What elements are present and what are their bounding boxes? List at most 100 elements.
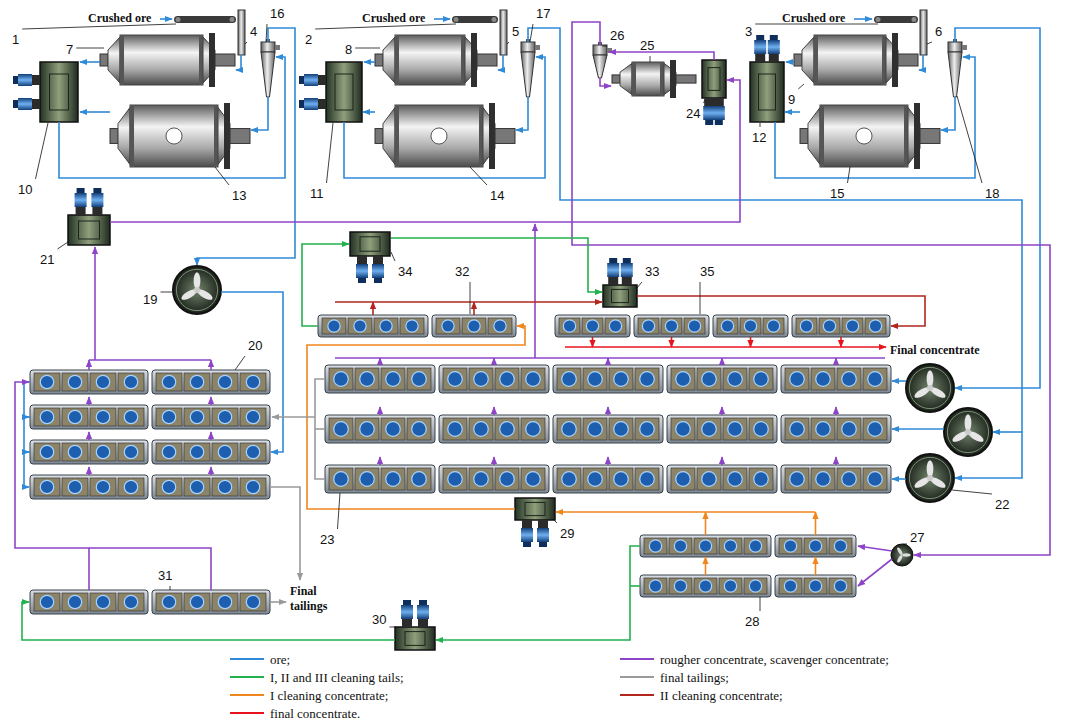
flotation-bank xyxy=(562,372,577,387)
grinding-mill xyxy=(395,105,483,167)
hydrocyclone xyxy=(962,45,967,50)
flotation-bank xyxy=(407,418,431,440)
leader-line xyxy=(160,292,173,293)
pump-motor xyxy=(91,193,103,207)
callout-number: 4 xyxy=(250,24,257,39)
agitation-tank xyxy=(947,411,988,452)
flotation-bank xyxy=(240,593,266,611)
flotation-bank xyxy=(665,320,677,332)
flotation-bank xyxy=(90,593,116,611)
flotation-bank xyxy=(640,575,771,597)
flotation-bank xyxy=(68,595,81,608)
flotation-bank xyxy=(318,315,428,337)
pump-motor xyxy=(18,74,32,86)
flotation-bank xyxy=(34,443,60,461)
flow-line xyxy=(609,52,714,60)
label-anchor: 23 xyxy=(320,530,334,548)
label-anchor: 1 xyxy=(12,30,19,48)
grinding-mill xyxy=(230,129,250,144)
flow-line xyxy=(721,457,723,465)
flotation-bank xyxy=(162,375,175,388)
flotation-bank xyxy=(749,368,773,390)
flotation-bank xyxy=(671,418,695,440)
leader-line xyxy=(355,48,380,49)
flotation-bank xyxy=(779,538,802,554)
flotation-bank xyxy=(526,422,541,437)
flotation-bank xyxy=(834,540,846,552)
belt-conveyor xyxy=(876,17,881,22)
grinding-mill xyxy=(395,35,399,85)
flotation-bank xyxy=(68,410,81,423)
flotation-bank xyxy=(614,422,629,437)
agitation-tank xyxy=(176,269,217,310)
legend-text: rougher concentrate, scavenger concentra… xyxy=(660,652,889,668)
flotation-bank xyxy=(325,415,435,443)
pump-motor xyxy=(299,98,326,110)
flotation-bank xyxy=(443,468,467,490)
grinding-mill xyxy=(100,54,108,66)
pump-motor xyxy=(521,528,533,542)
callout-number: 22 xyxy=(995,497,1009,512)
flotation-bank xyxy=(837,418,861,440)
flotation-bank xyxy=(790,372,805,387)
callout-number: 5 xyxy=(512,24,519,39)
flotation-bank xyxy=(118,443,144,461)
flow-line xyxy=(892,478,906,480)
flotation-bank xyxy=(500,472,515,487)
flow-line xyxy=(705,557,707,575)
agitation-tank xyxy=(909,367,950,408)
flotation-bank xyxy=(118,373,144,391)
flow-line xyxy=(815,512,817,535)
pump-sump xyxy=(515,498,555,520)
flow-line xyxy=(391,238,602,292)
flow-line xyxy=(335,301,602,303)
flotation-bank xyxy=(846,320,858,332)
pump-motor xyxy=(754,35,766,62)
flotation-bank xyxy=(609,418,633,440)
flotation-bank xyxy=(40,445,53,458)
flotation-bank xyxy=(559,318,580,334)
flow-line xyxy=(750,337,752,347)
grinding-mill xyxy=(110,103,250,169)
flow-line xyxy=(607,358,609,365)
pump-motor xyxy=(401,605,413,619)
flotation-bank xyxy=(779,578,802,594)
label-anchor: Final tailings xyxy=(290,584,342,614)
flotation-bank xyxy=(334,422,349,437)
flotation-bank xyxy=(500,422,515,437)
flow-line xyxy=(721,358,723,365)
flow-line xyxy=(210,360,212,370)
flow-line xyxy=(335,357,885,359)
pump-motor xyxy=(621,258,633,285)
flotation-bank xyxy=(749,418,773,440)
agitation-tank xyxy=(909,457,950,498)
stream-label: Final tailings xyxy=(290,584,342,614)
flotation-bank xyxy=(792,315,890,337)
grinding-mill xyxy=(214,105,218,167)
legend-text: I, II and III cleaning tails; xyxy=(270,670,404,686)
flow-line xyxy=(840,337,842,347)
flow-line xyxy=(600,78,611,86)
callout-number: 11 xyxy=(310,186,324,201)
pump-motor xyxy=(13,76,18,84)
flotation-bank xyxy=(156,373,182,391)
flotation-bank xyxy=(749,468,773,490)
flotation-bank xyxy=(642,320,654,332)
flow-line xyxy=(88,467,90,475)
flow-line xyxy=(858,546,892,551)
flotation-bank xyxy=(634,315,709,337)
flotation-bank xyxy=(500,372,515,387)
label-anchor: 11 xyxy=(310,184,324,202)
leader-line xyxy=(170,586,171,590)
agitation-tank xyxy=(906,364,954,412)
flotation-bank xyxy=(325,465,435,493)
flotation-bank xyxy=(381,468,405,490)
flotation-bank xyxy=(553,465,663,493)
pump-sump xyxy=(350,232,390,256)
flotation-bank xyxy=(744,320,756,332)
label-anchor: 9 xyxy=(788,90,795,108)
hydrocyclone xyxy=(261,52,275,97)
flotation-bank xyxy=(684,318,705,334)
label-anchor: 25 xyxy=(640,36,654,54)
flotation-bank xyxy=(152,440,270,464)
